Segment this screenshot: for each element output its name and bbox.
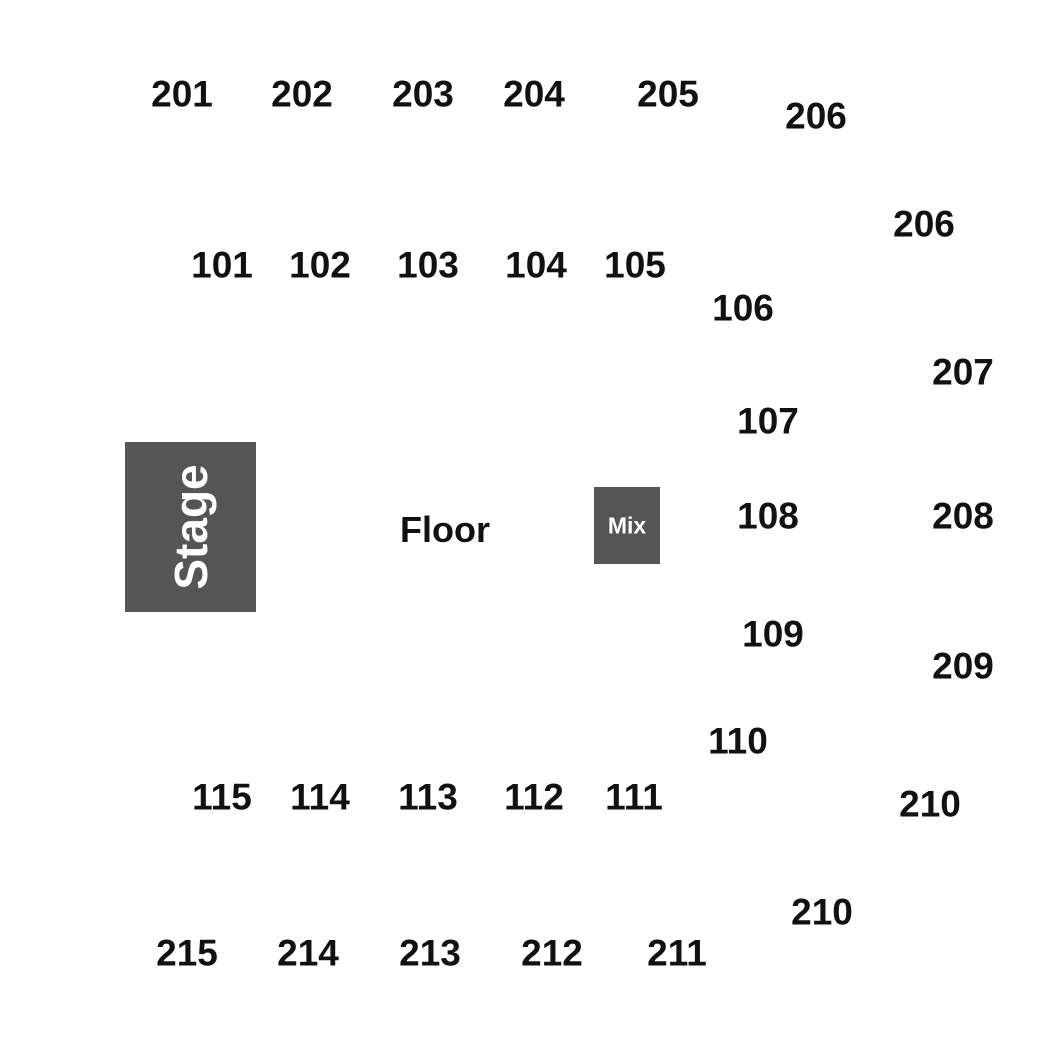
stage: Stage (125, 442, 256, 612)
section-107[interactable]: 107 (737, 400, 799, 442)
section-101[interactable]: 101 (191, 244, 253, 286)
section-111[interactable]: 111 (605, 776, 663, 818)
section-213[interactable]: 213 (399, 932, 461, 974)
section-211[interactable]: 211 (647, 932, 707, 974)
section-206-lower[interactable]: 206 (893, 203, 955, 245)
section-103[interactable]: 103 (397, 244, 459, 286)
section-203[interactable]: 203 (392, 73, 454, 115)
section-208[interactable]: 208 (932, 495, 994, 537)
section-109[interactable]: 109 (742, 613, 804, 655)
section-102[interactable]: 102 (289, 244, 351, 286)
section-106[interactable]: 106 (712, 287, 774, 329)
section-201[interactable]: 201 (151, 73, 213, 115)
section-115[interactable]: 115 (192, 776, 252, 818)
mix-label: Mix (607, 512, 647, 538)
section-104[interactable]: 104 (505, 244, 567, 286)
section-212[interactable]: 212 (521, 932, 583, 974)
section-210-lower[interactable]: 210 (791, 891, 853, 933)
section-114[interactable]: 114 (290, 776, 350, 818)
section-108[interactable]: 108 (737, 495, 799, 537)
section-214[interactable]: 214 (277, 932, 339, 974)
section-210-upper[interactable]: 210 (899, 783, 961, 825)
section-204[interactable]: 204 (503, 73, 565, 115)
section-113[interactable]: 113 (398, 776, 458, 818)
section-110[interactable]: 110 (708, 720, 768, 762)
section-205[interactable]: 205 (637, 73, 699, 115)
section-206-upper[interactable]: 206 (785, 95, 847, 137)
section-207[interactable]: 207 (932, 351, 994, 393)
stage-label: Stage (164, 464, 217, 590)
section-209[interactable]: 209 (932, 645, 994, 687)
section-215[interactable]: 215 (156, 932, 218, 974)
section-105[interactable]: 105 (604, 244, 666, 286)
section-202[interactable]: 202 (271, 73, 333, 115)
mix-position: Mix (594, 487, 660, 564)
section-112[interactable]: 112 (504, 776, 564, 818)
floor-section-label[interactable]: Floor (400, 509, 490, 550)
